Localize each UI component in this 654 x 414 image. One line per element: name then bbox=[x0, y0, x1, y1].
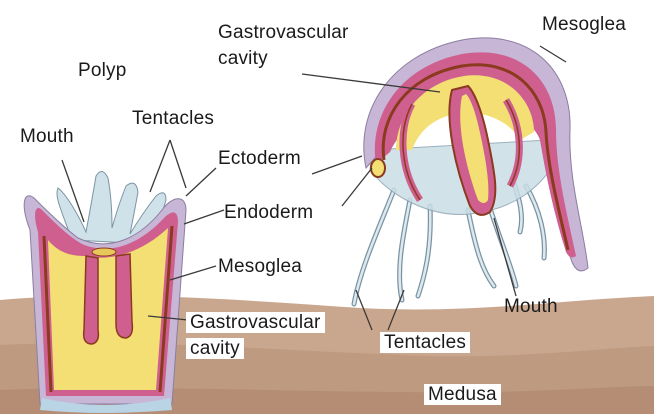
label-medusa-gastrovascular-line1: Gastrovascular bbox=[218, 22, 349, 43]
polyp-mouth-opening bbox=[92, 248, 116, 256]
label-polyp-tentacles: Tentacles bbox=[132, 108, 214, 129]
medusa-illustration bbox=[354, 38, 588, 304]
polyp-illustration bbox=[24, 171, 186, 413]
label-medusa: Medusa bbox=[424, 384, 501, 405]
label-polyp-gastrovascular-line2: cavity bbox=[186, 338, 244, 359]
label-endoderm: Endoderm bbox=[224, 202, 313, 223]
label-medusa-gastrovascular-line2: cavity bbox=[218, 48, 268, 69]
label-polyp-gastrovascular-line1: Gastrovascular bbox=[186, 312, 325, 333]
medusa-ring-canal bbox=[371, 159, 385, 177]
label-medusa-mesoglea: Mesoglea bbox=[542, 14, 626, 35]
label-ectoderm: Ectoderm bbox=[218, 148, 301, 169]
label-medusa-mouth: Mouth bbox=[504, 296, 558, 317]
label-polyp-mouth: Mouth bbox=[20, 126, 74, 147]
label-medusa-tentacles: Tentacles bbox=[380, 332, 470, 353]
label-polyp: Polyp bbox=[78, 60, 127, 81]
label-polyp-mesoglea: Mesoglea bbox=[218, 256, 302, 277]
